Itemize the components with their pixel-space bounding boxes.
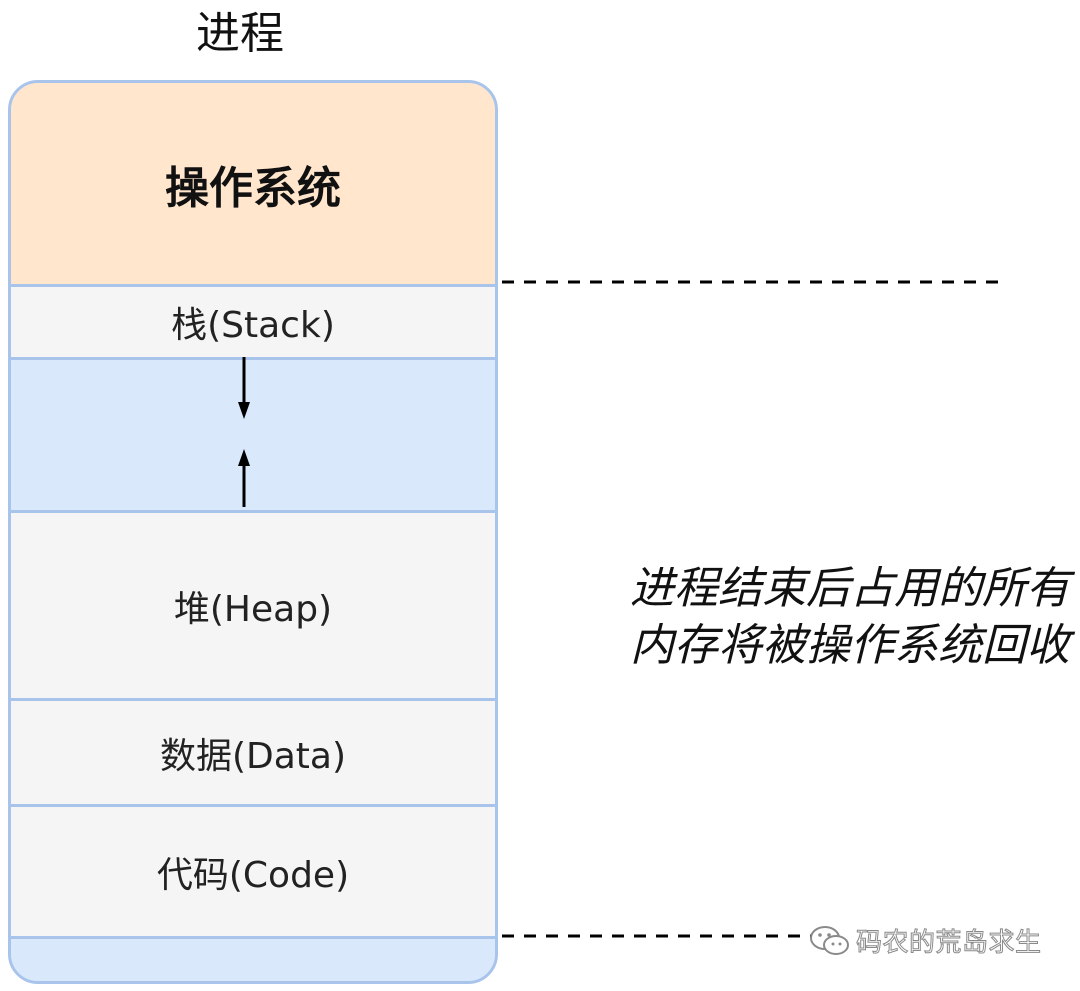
- code-segment: 代码(Code): [11, 804, 495, 939]
- heap-segment-label: 堆(Heap): [173, 588, 333, 630]
- free-space-segment: [11, 357, 495, 510]
- arrow-up-icon: [238, 449, 250, 507]
- process-memory-box: 操作系统 栈(Stack) 堆(Heap) 数据(Data) 代码(Code): [8, 80, 498, 984]
- diagram-title: 进程: [196, 8, 284, 59]
- data-segment: 数据(Data): [11, 698, 495, 804]
- code-segment-label: 代码(Code): [156, 854, 350, 896]
- watermark-text: 码农的荒岛求生: [856, 928, 1042, 959]
- os-segment-label: 操作系统: [165, 162, 341, 214]
- memory-reclaim-note: 进程结束后占用的所有 内存将被操作系统回收: [570, 560, 1070, 674]
- stack-segment-label: 栈(Stack): [171, 305, 335, 346]
- wechat-logo-icon: [810, 925, 849, 955]
- data-segment-label: 数据(Data): [159, 735, 347, 777]
- bottom-free-segment: [11, 939, 495, 981]
- heap-segment: 堆(Heap): [11, 510, 495, 698]
- arrow-down-icon: [238, 357, 250, 419]
- note-line-2: 内存将被操作系统回收: [630, 620, 1070, 671]
- stack-segment: 栈(Stack): [11, 284, 495, 357]
- note-line-1: 进程结束后占用的所有: [630, 563, 1070, 614]
- watermark: 码农的荒岛求生: [808, 922, 1042, 959]
- os-segment: 操作系统: [11, 83, 495, 284]
